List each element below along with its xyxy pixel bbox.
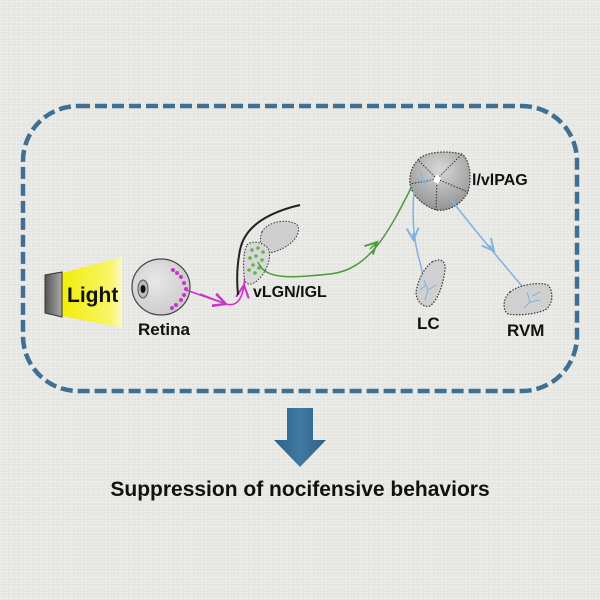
brain-contour bbox=[236, 204, 301, 296]
edge-pag-rvm-arrow bbox=[489, 245, 494, 251]
lamp-icon bbox=[44, 271, 63, 318]
vlgn-node: vLGN/IGL bbox=[236, 204, 327, 301]
edge-pag-rvm bbox=[449, 197, 528, 293]
lc-dendrites bbox=[419, 279, 437, 301]
edge-vlgn-pag bbox=[257, 181, 415, 278]
edge-pag-lc-arrow bbox=[413, 233, 414, 240]
edge-retina-vlgn-arrow bbox=[199, 294, 226, 304]
retina-cells bbox=[170, 268, 188, 310]
light-beam bbox=[62, 257, 122, 328]
aqueduct-icon bbox=[433, 174, 441, 184]
rvm-label: RVM bbox=[507, 321, 544, 340]
lc-node: LC bbox=[415, 259, 446, 333]
down-arrow-icon bbox=[274, 408, 326, 467]
vlgn-cells bbox=[247, 246, 265, 275]
pag-subdivisions bbox=[409, 153, 469, 211]
rvm-node: RVM bbox=[503, 283, 553, 340]
edge-vlgn-pag-arrow bbox=[370, 242, 377, 249]
rvm-dendrites bbox=[523, 291, 541, 309]
pag-region bbox=[409, 151, 471, 211]
pag-label: l/vlPAG bbox=[472, 172, 528, 189]
dlgn-region bbox=[259, 220, 299, 254]
pag-node: l/vlPAG bbox=[409, 151, 528, 211]
retina-label: Retina bbox=[138, 320, 191, 339]
light-source: Light bbox=[44, 257, 122, 328]
rvm-region bbox=[503, 283, 553, 316]
dashed-frame bbox=[20, 103, 580, 394]
lc-label: LC bbox=[417, 314, 440, 333]
light-label: Light bbox=[67, 284, 118, 307]
pupil-dot bbox=[140, 285, 146, 293]
conclusion-text: Suppression of nocifensive behaviors bbox=[110, 478, 490, 501]
pag-dendrites bbox=[415, 171, 433, 191]
vlgn-label: vLGN/IGL bbox=[253, 284, 327, 301]
retina-node: Retina bbox=[131, 258, 191, 339]
lc-region bbox=[415, 259, 446, 307]
